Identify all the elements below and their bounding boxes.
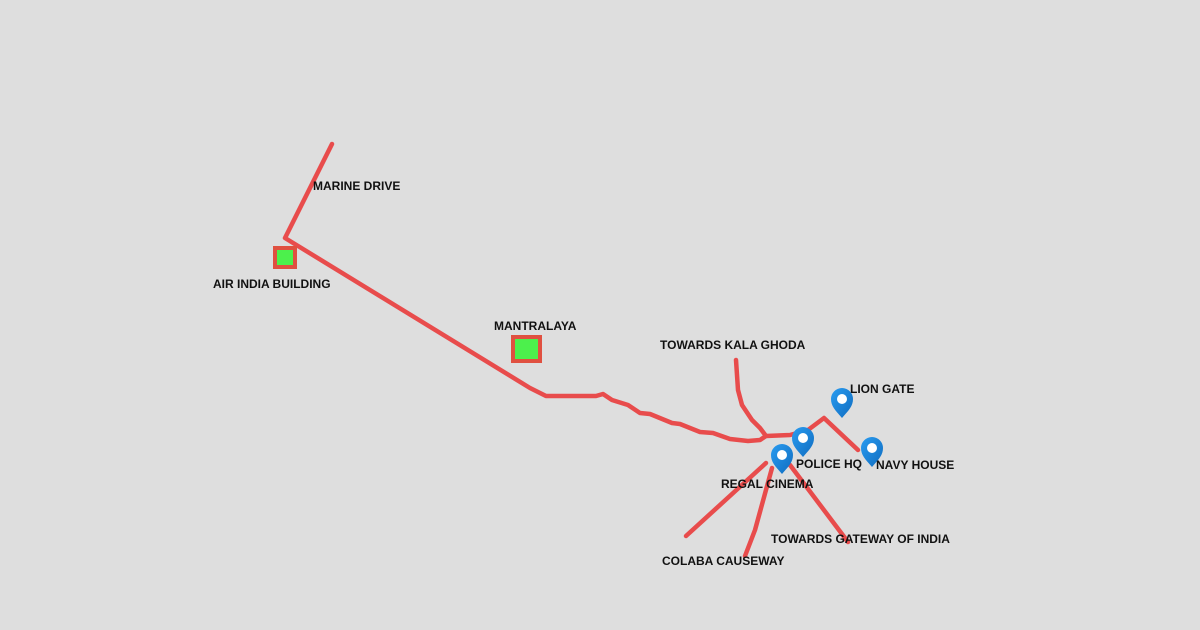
mantralaya-label: MANTRALAYA <box>494 319 577 333</box>
mantralaya-marker[interactable] <box>511 335 542 363</box>
regal-cinema-pin[interactable] <box>771 444 793 474</box>
police-hq-pin[interactable] <box>792 427 814 457</box>
navy-house-label: NAVY HOUSE <box>876 458 954 472</box>
regal-cinema-label: REGAL CINEMA <box>721 477 814 491</box>
map-pin-icon <box>771 444 793 474</box>
air-india-building-marker[interactable] <box>273 246 297 269</box>
colaba-causeway-route-2 <box>742 465 775 559</box>
marine-drive-label: MARINE DRIVE <box>313 179 400 193</box>
gateway-route <box>787 462 851 545</box>
air-india-building-label: AIR INDIA BUILDING <box>213 277 331 291</box>
kala-ghoda-route <box>733 357 769 439</box>
gateway-label: TOWARDS GATEWAY OF INDIA <box>771 532 950 546</box>
colaba-causeway-route <box>683 460 769 539</box>
police-hq-label: POLICE HQ <box>796 457 862 471</box>
map-pin-icon <box>792 427 814 457</box>
kala-ghoda-label: TOWARDS KALA GHODA <box>660 338 806 352</box>
marine-drive-route <box>282 141 861 453</box>
colaba-causeway-label: COLABA CAUSEWAY <box>662 554 784 568</box>
lion-gate-label: LION GATE <box>850 382 914 396</box>
